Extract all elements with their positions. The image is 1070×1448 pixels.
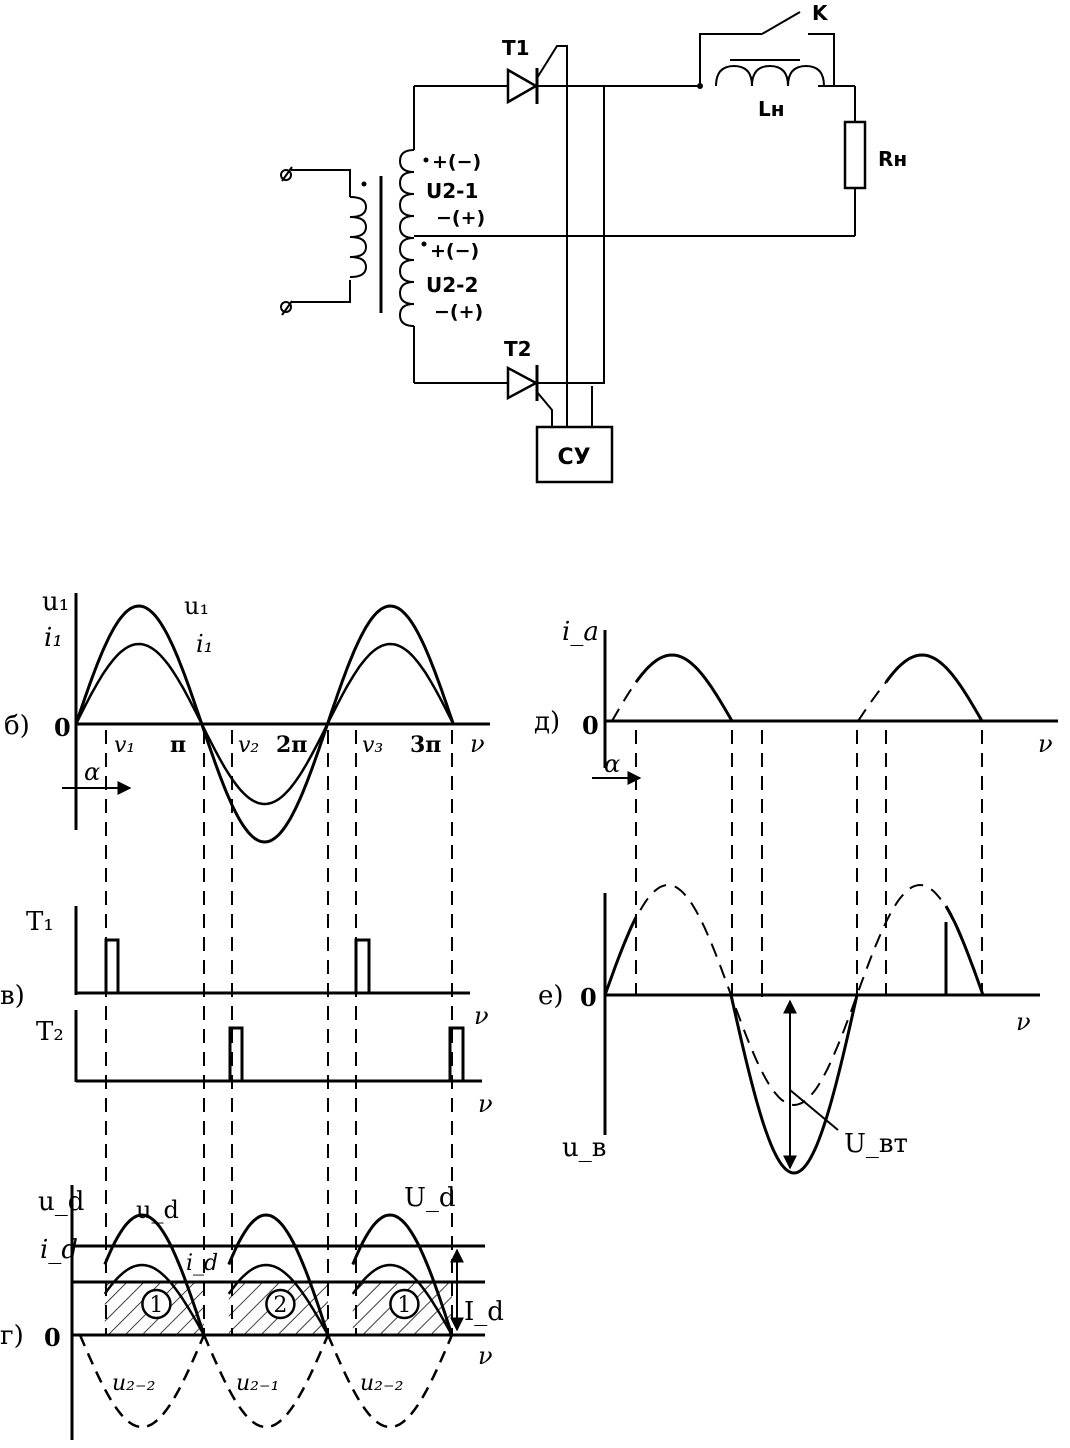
ia-curve <box>634 653 984 722</box>
neg-wave-label-1: u₂₋₂ <box>112 1371 155 1396</box>
u1-curve <box>74 604 455 844</box>
neg-wave-label-3: u₂₋₂ <box>360 1371 403 1396</box>
polarity-upper-top: +(−) <box>432 151 481 173</box>
t1-pulse <box>354 938 371 993</box>
panel-v-x-axis-label-1: ν <box>474 1002 489 1030</box>
t2-pulse-label: T₂ <box>36 1017 64 1047</box>
polarity-lower-top: +(−) <box>430 240 479 262</box>
panel-e-valve-voltage: е) 0 ν u_в U_вт <box>538 883 1040 1175</box>
conducting-valve-circle <box>141 1288 172 1320</box>
panel-e-letter: е) <box>538 981 564 1011</box>
panel-b-supply-waveforms: u₁ i₁ u₁ i₁ б) 0 v₁ π v₂ 2π v₃ 3π ν α <box>4 587 490 844</box>
polarity-lower-bottom: −(+) <box>434 301 483 323</box>
panel-d-anode-current: i_a д) 0 ν α <box>534 617 1058 785</box>
panel-d-x-axis-label: ν <box>1038 730 1053 758</box>
control-unit-label: СУ <box>557 445 590 470</box>
tick-2pi: 2π <box>276 732 307 758</box>
panel-b-y-label-u: u₁ <box>42 587 69 617</box>
panel-d-letter: д) <box>534 707 560 737</box>
id-curve-label: i_d <box>186 1251 218 1276</box>
panel-g-x-axis-label: ν <box>478 1342 493 1370</box>
circuit-diagram: +(−) U2-1 −(+) +(−) U2-2 −(+) T1 T2 <box>280 1 907 484</box>
neg-wave-label-2: u₂₋₁ <box>236 1371 279 1396</box>
panel-v-letter: в) <box>0 981 25 1011</box>
panel-d-y-label: i_a <box>562 617 599 647</box>
panel-g-letter: г) <box>0 1321 24 1351</box>
t2-pulse <box>448 1026 465 1081</box>
input-terminals <box>280 166 351 316</box>
panel-e-origin: 0 <box>580 983 597 1012</box>
panel-d-alpha: α <box>604 750 620 778</box>
u1-curve-label: u₁ <box>184 592 209 620</box>
id-curve <box>103 1263 454 1336</box>
panel-b-letter: б) <box>4 711 30 741</box>
valve-voltage-curve <box>603 905 985 1175</box>
id-level-label: I_d <box>464 1297 504 1327</box>
ud-level-label: U_d <box>404 1183 456 1213</box>
conducting-valve-number: 1 <box>149 1293 163 1318</box>
t2-label: T2 <box>504 337 532 361</box>
conducting-valve-number: 2 <box>273 1293 287 1318</box>
projection-lines <box>105 730 983 1335</box>
panel-v-x-axis-label-2: ν <box>478 1090 493 1118</box>
polarity-upper-bottom: −(+) <box>436 207 485 229</box>
u22-label: U2-2 <box>426 273 478 297</box>
resistor-label: Rн <box>878 147 907 171</box>
conducting-valve-circle <box>389 1288 420 1320</box>
t1-label: T1 <box>502 36 530 60</box>
t1-pulse <box>104 938 120 993</box>
i1-curve <box>74 642 455 806</box>
thyristor-t2: T2 <box>414 86 605 427</box>
inductor-label: Lн <box>758 97 785 121</box>
ia-dashed-curve <box>611 681 887 722</box>
panel-b-x-axis-label: ν <box>470 730 485 758</box>
panel-g-y-label-u: u_d <box>38 1187 84 1217</box>
ud-curve <box>103 1213 454 1336</box>
switch-k-label: K <box>812 1 829 25</box>
secondary-winding-upper <box>398 149 415 239</box>
conducting-valve-circle <box>265 1288 296 1320</box>
secondary-winding-lower <box>398 237 415 327</box>
i1-curve-label: i₁ <box>196 630 213 658</box>
tick-v2: v₂ <box>238 733 259 758</box>
control-unit: СУ <box>535 386 614 484</box>
primary-winding <box>349 196 368 278</box>
panel-e-y-label: u_в <box>562 1133 606 1163</box>
u21-label: U2-1 <box>426 179 478 203</box>
negative-half-waves <box>78 1334 454 1429</box>
thyristor-t1: T1 <box>414 36 700 386</box>
panel-b-alpha: α <box>84 758 100 786</box>
panel-g-y-label-i: i_d <box>40 1235 78 1265</box>
load-resistor: Rн <box>843 86 907 236</box>
panel-v-gate-pulses: T₁ в) T₂ ν ν <box>0 906 493 1118</box>
load-inductor: K Lн <box>697 1 855 121</box>
panel-g-origin: 0 <box>44 1323 61 1352</box>
tick-pi: π <box>170 732 186 758</box>
panel-b-origin: 0 <box>54 713 71 742</box>
ud-curve-label: u_d <box>136 1196 179 1224</box>
panel-e-u-label: U_вт <box>844 1129 908 1159</box>
conducting-valve-number: 1 <box>397 1293 411 1318</box>
tick-v3: v₃ <box>362 733 383 758</box>
t2-pulse <box>228 1026 244 1081</box>
panel-b-y-label-i: i₁ <box>44 623 63 653</box>
panel-e-x-axis-label: ν <box>1016 1008 1031 1036</box>
tick-v1: v₁ <box>114 733 135 758</box>
panel-d-origin: 0 <box>582 711 599 740</box>
t1-pulse-label: T₁ <box>26 907 54 937</box>
tick-3pi: 3π <box>410 732 441 758</box>
